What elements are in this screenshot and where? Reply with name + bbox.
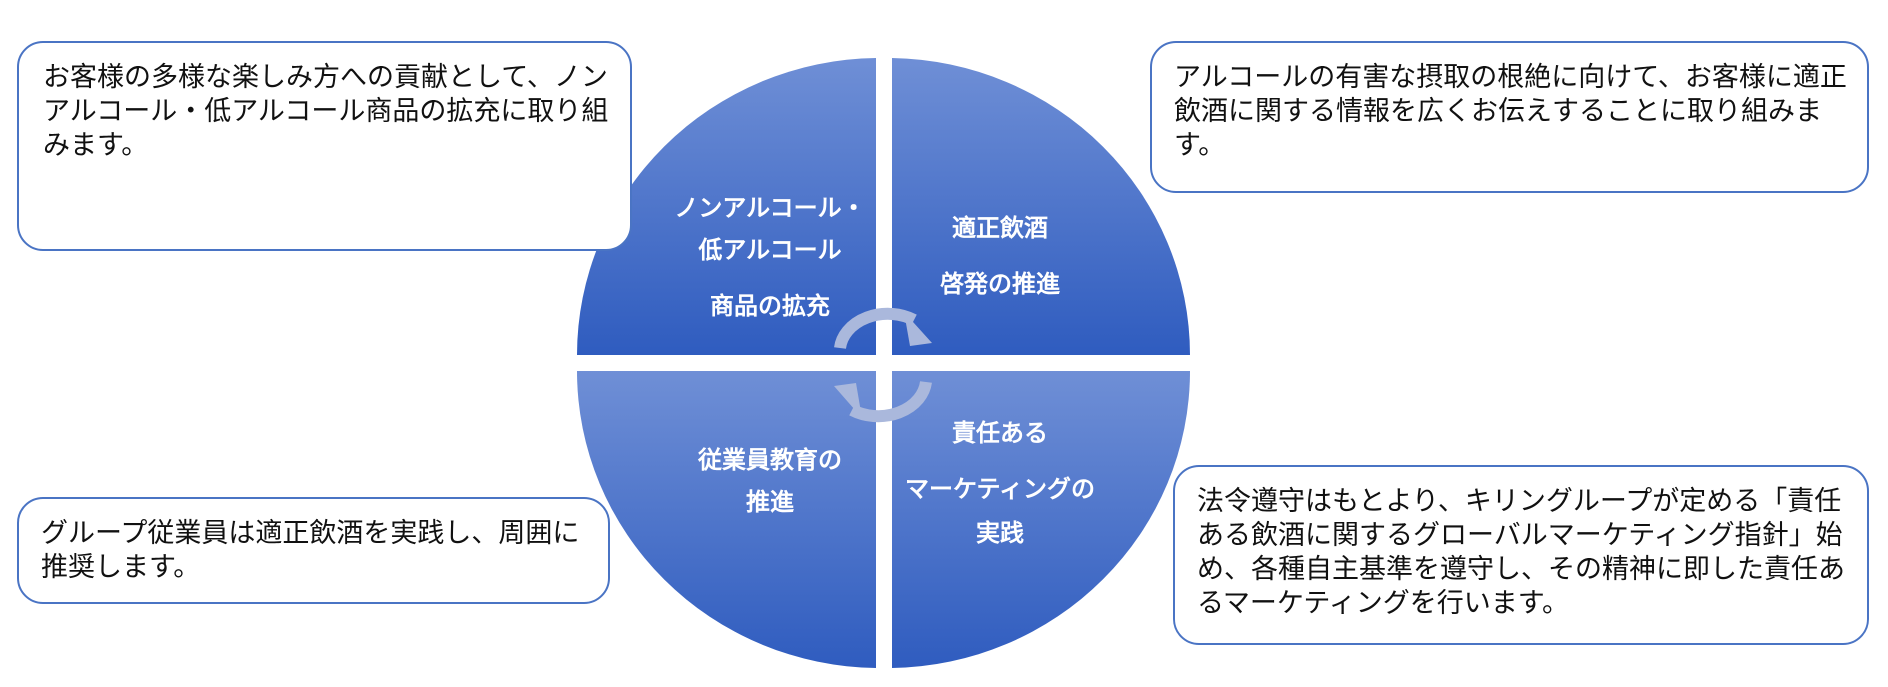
quadrant-label-line: 商品の拡充 — [710, 292, 830, 320]
quadrant-label-line: 低アルコール — [698, 236, 842, 264]
quadrant-label-line: 啓発の推進 — [940, 270, 1060, 298]
quadrant-responsible-marketing — [892, 371, 1190, 668]
quadrant-label-line: 責任ある — [952, 419, 1048, 447]
quadrant-nonalcohol — [577, 58, 876, 355]
quadrant-label-employee-education: 従業員教育の 推進 — [660, 440, 880, 520]
quadrant-label-line: 適正飲酒 — [952, 214, 1048, 242]
circular-arrows-icon — [834, 307, 932, 423]
quadrant-moderate-drinking — [892, 58, 1190, 355]
quadrant-label-line: ノンアルコール・ — [674, 194, 866, 222]
quadrant-label-line: マーケティングの — [904, 475, 1096, 503]
quadrant-label-line: 実践 — [976, 519, 1024, 547]
callout-moderate-drinking-description: アルコールの有害な摂取の根絶に向けて、お客様に適正飲酒に関する情報を広くお伝えす… — [1150, 41, 1869, 193]
callout-employee-education-description: グループ従業員は適正飲酒を実践し、周囲に推奨します。 — [17, 497, 610, 604]
quadrant-label-nonalcohol: ノンアルコール・ 低アルコール 商品の拡充 — [660, 188, 880, 320]
quadrant-employee-education — [576, 371, 876, 668]
quadrant-label-line: 推進 — [746, 488, 794, 516]
quadrant-label-moderate-drinking: 適正飲酒 啓発の推進 — [890, 208, 1110, 298]
quadrant-label-line: 従業員教育の — [698, 446, 842, 474]
quadrant-label-responsible-marketing: 責任ある マーケティングの 実践 — [880, 413, 1120, 547]
callout-nonalcohol-description: お客様の多様な楽しみ方への貢献として、ノンアルコール・低アルコール商品の拡充に取… — [17, 41, 632, 251]
callout-responsible-marketing-description: 法令遵守はもとより、キリングループが定める「責任ある飲酒に関するグローバルマーケ… — [1173, 465, 1869, 645]
